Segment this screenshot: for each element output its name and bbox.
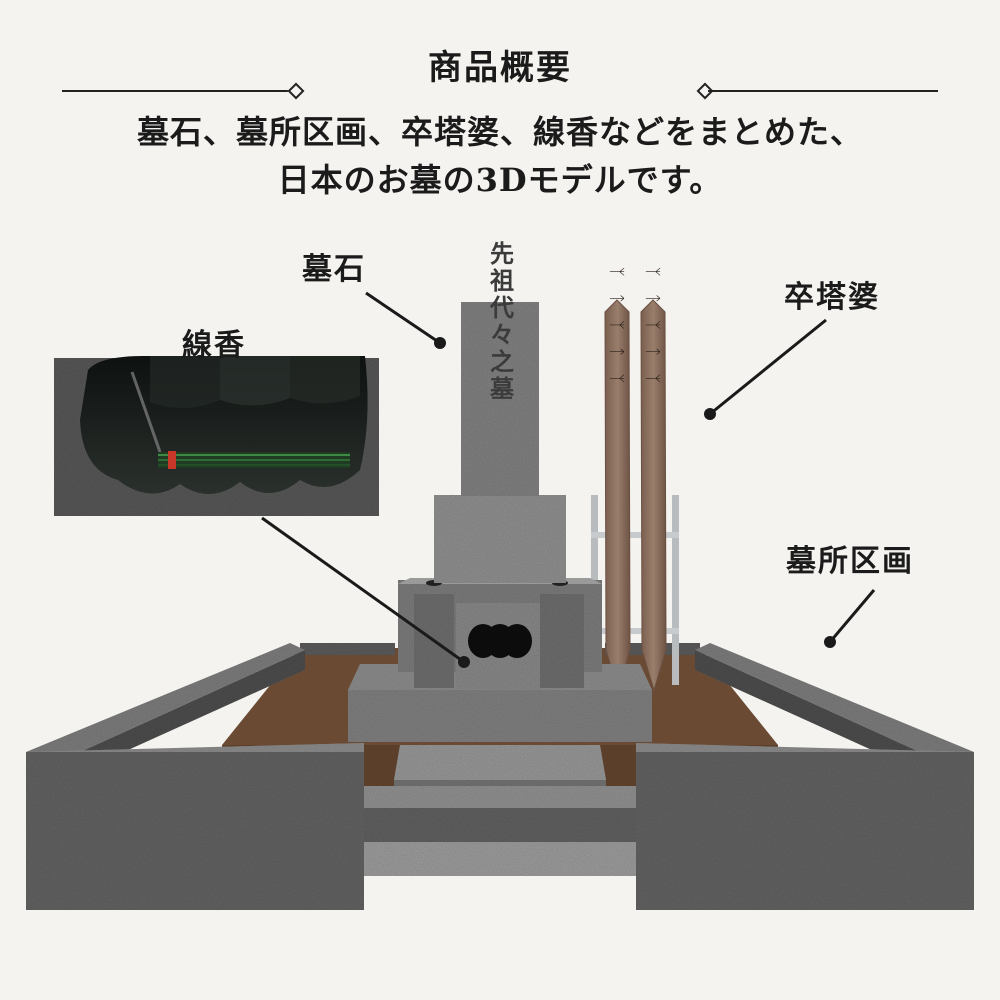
incense-holder-opening [468, 624, 532, 658]
label-senkou: 線香 [182, 328, 246, 363]
label-sotoba: 卒塔婆 [784, 280, 880, 315]
step-mid [364, 786, 636, 808]
plot-wall-left-inner [80, 650, 305, 765]
description-line-2: 日本のお墓の3Dモデルです。 [277, 161, 723, 199]
callout-bosho [824, 589, 876, 648]
callout-senkou [261, 516, 470, 668]
description: 墓石、墓所区画、卒塔婆、線香などをまとめた、 日本のお墓の3Dモデルです。 [0, 108, 1000, 204]
flower-holder-right [540, 594, 584, 688]
tombstone-main [461, 302, 539, 496]
plot-wall-back-left [300, 643, 395, 655]
callout-boseki [365, 291, 446, 349]
callout-sotoba [704, 318, 827, 420]
sotoba-board-left [604, 299, 631, 692]
plot-wall-front-right [636, 752, 974, 910]
plot-wall-right-inner [695, 650, 920, 765]
step-mid-front [364, 808, 636, 842]
tombstone-inscription: 先祖代々之墓 [486, 241, 515, 403]
incense-inset [54, 355, 379, 516]
description-line-1: 墓石、墓所区画、卒塔婆、線香などをまとめた、 [136, 113, 863, 151]
sotoba-inscription-right: ᛉ ᛏ ᛉ ᛏ ᛉ [644, 267, 663, 389]
header: 商品概要 [0, 34, 1000, 100]
sotoba-board-right [640, 299, 667, 692]
title-rule-left [62, 90, 292, 92]
incense-tip [168, 451, 176, 469]
sotoba-inscription-left: ᛉ ᛏ ᛉ ᛏ ᛉ [608, 267, 627, 389]
plot-wall-front-left [26, 752, 364, 910]
step-lower [364, 842, 636, 876]
plot-wall-right-top [695, 643, 974, 752]
label-bosho-kukaku: 墓所区画 [786, 544, 914, 579]
label-boseki: 墓石 [302, 252, 366, 287]
step-upper-front [394, 780, 606, 788]
tomb-upper-block [434, 495, 566, 583]
page-title: 商品概要 [428, 48, 572, 88]
plot-wall-left-top [26, 643, 305, 752]
sotoba-boards: ᛉ ᛏ ᛉ ᛏ ᛉ ᛉ ᛏ ᛉ ᛏ ᛉ [604, 267, 667, 692]
title-rule-right [708, 90, 938, 92]
step-upper [394, 745, 606, 780]
tomb-base-front [348, 690, 652, 742]
